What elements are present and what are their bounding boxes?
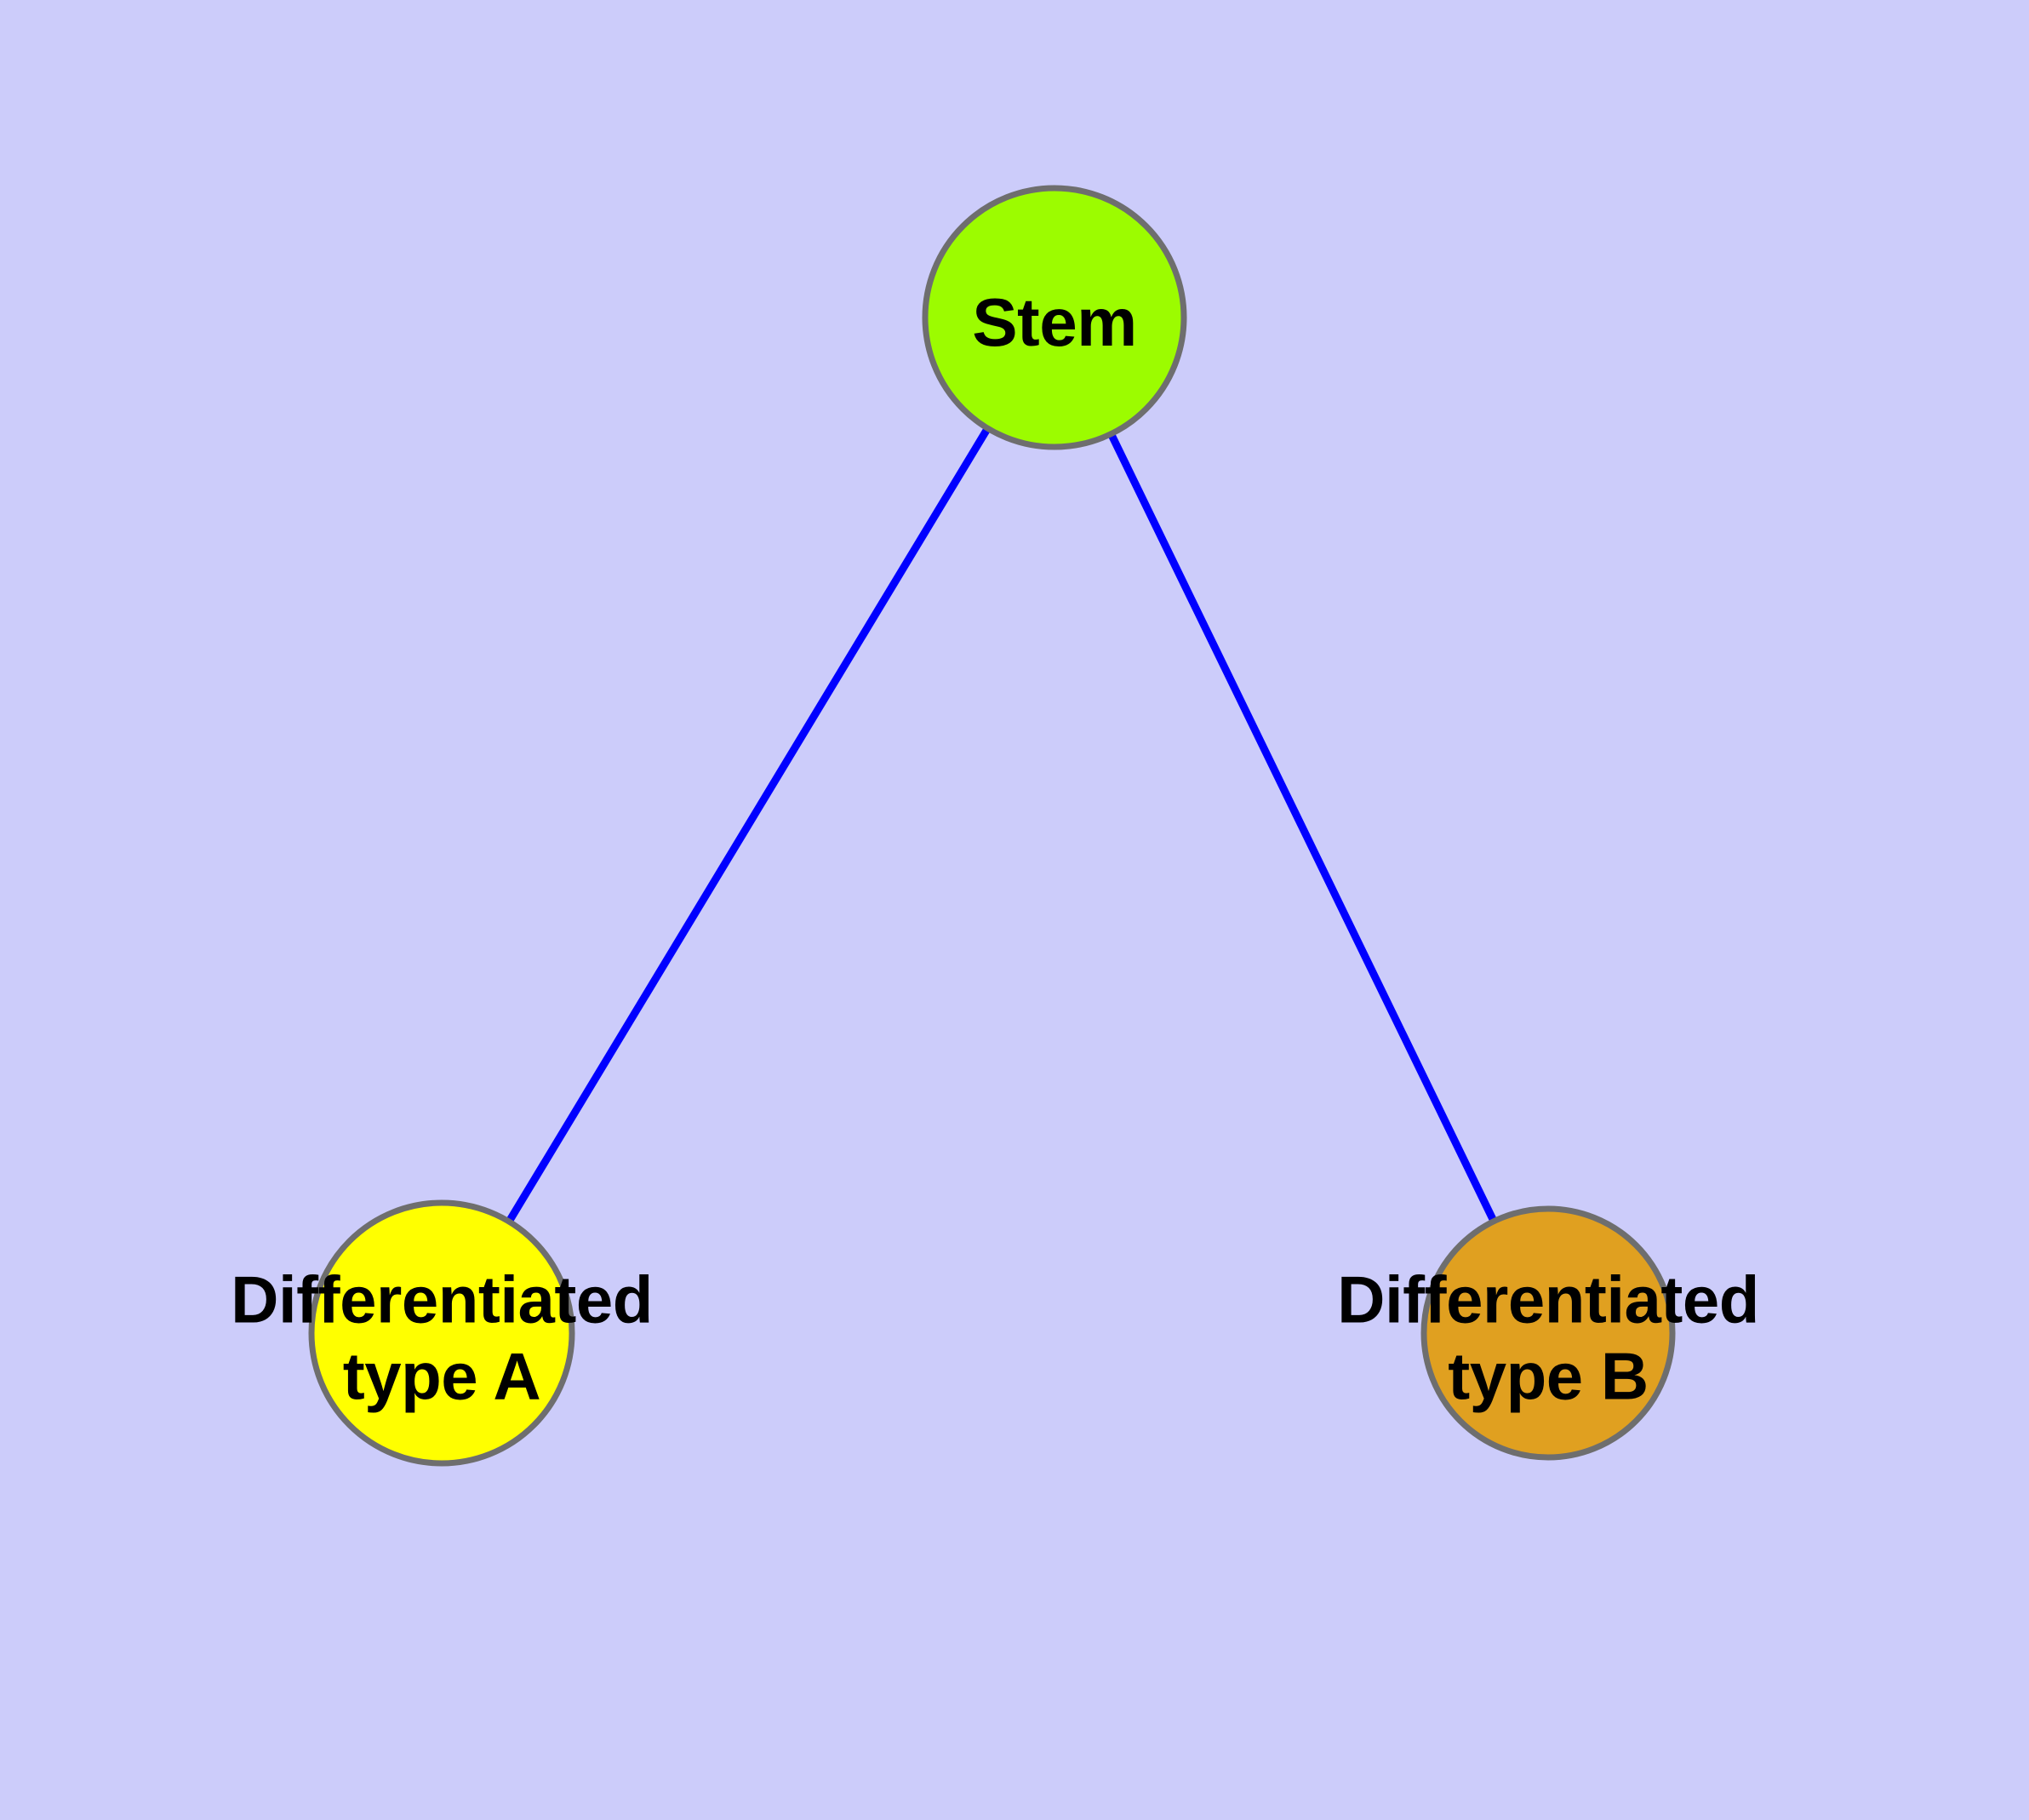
node-layer bbox=[308, 185, 1676, 1467]
node-circle-differentiated-type-a[interactable] bbox=[308, 1199, 575, 1467]
edge-stem-to-diff-a[interactable] bbox=[438, 315, 1058, 1336]
edge-stem-to-diff-b[interactable] bbox=[1050, 316, 1552, 1335]
node-circle-differentiated-type-b[interactable] bbox=[1420, 1205, 1676, 1461]
node-circle-stem[interactable] bbox=[922, 185, 1187, 450]
edge-layer bbox=[438, 315, 1552, 1336]
